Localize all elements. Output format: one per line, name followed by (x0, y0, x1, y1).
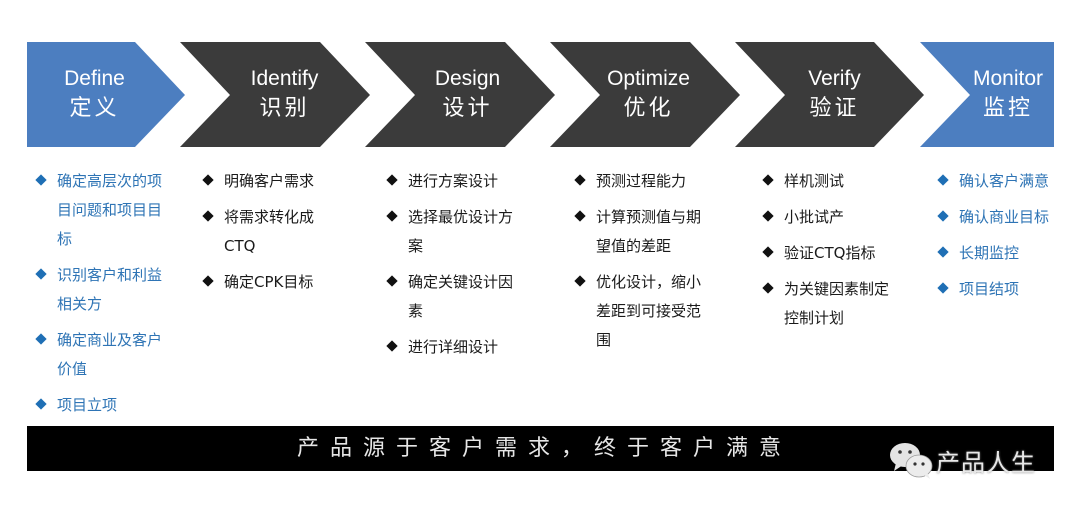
list-item: 验证CTQ指标 (762, 239, 892, 268)
verify-items: 样机测试 小批试产 验证CTQ指标 为关键因素制定控制计划 (762, 167, 892, 340)
step-title-cn: 定义 (69, 95, 120, 121)
list-item: 确定关键设计因素 (386, 268, 516, 326)
list-item: 将需求转化成CTQ (202, 203, 332, 261)
list-item: 优化设计，缩小差距到可接受范围 (574, 268, 704, 355)
diamond-bullet-icon (937, 246, 949, 258)
step-shape-optimize (550, 42, 740, 147)
step-title-cn: 验证 (809, 95, 860, 121)
step-title-en: Define (64, 66, 125, 90)
list-item: 小批试产 (762, 203, 892, 232)
list-item: 进行方案设计 (386, 167, 516, 196)
step-shape-verify (735, 42, 924, 147)
diamond-bullet-icon (386, 340, 398, 352)
diamond-bullet-icon (574, 210, 586, 222)
list-item: 识别客户和利益相关方 (35, 261, 165, 319)
watermark: 产品人生 (888, 440, 1036, 480)
step-title-en: Optimize (607, 66, 690, 90)
optimize-items: 预测过程能力 计算预测值与期望值的差距 优化设计，缩小差距到可接受范围 (574, 167, 704, 362)
list-item: 确定高层次的项目问题和项目目标 (35, 167, 165, 254)
step-title-en: Verify (808, 66, 861, 90)
list-item: 长期监控 (937, 239, 1049, 268)
list-item: 为关键因素制定控制计划 (762, 275, 892, 333)
diamond-bullet-icon (574, 174, 586, 186)
list-item: 预测过程能力 (574, 167, 704, 196)
diamond-bullet-icon (386, 174, 398, 186)
step-define: Define 定义 (27, 42, 162, 147)
diamond-bullet-icon (35, 268, 47, 280)
list-item: 确认商业目标 (937, 203, 1049, 232)
step-title-en: Monitor (972, 66, 1044, 90)
diamond-bullet-icon (762, 282, 774, 294)
design-items: 进行方案设计 选择最优设计方案 确定关键设计因素 进行详细设计 (386, 167, 516, 369)
diamond-bullet-icon (762, 174, 774, 186)
step-title-en: Design (434, 66, 501, 90)
step-design: Design 设计 (405, 42, 530, 147)
monitor-items: 确认客户满意 确认商业目标 长期监控 项目结项 (937, 167, 1049, 311)
diamond-bullet-icon (937, 210, 949, 222)
step-identify: Identify 识别 (222, 42, 347, 147)
list-item: 进行详细设计 (386, 333, 516, 362)
diamond-bullet-icon (386, 210, 398, 222)
diamond-bullet-icon (35, 333, 47, 345)
step-monitor: Monitor 监控 (962, 42, 1054, 147)
diamond-bullet-icon (202, 210, 214, 222)
diamond-bullet-icon (937, 282, 949, 294)
diamond-bullet-icon (35, 174, 47, 186)
define-items: 确定高层次的项目问题和项目目标 识别客户和利益相关方 确定商业及客户价值 项目立… (35, 167, 165, 427)
watermark-text: 产品人生 (936, 448, 1036, 477)
diamond-bullet-icon (35, 398, 47, 410)
list-item: 确定商业及客户价值 (35, 326, 165, 384)
step-shape-identify (180, 42, 370, 147)
diamond-bullet-icon (762, 246, 774, 258)
diamond-bullet-icon (202, 174, 214, 186)
list-item: 选择最优设计方案 (386, 203, 516, 261)
step-title-cn: 设计 (442, 95, 493, 121)
slogan-bar: 产品源于客户需求，终于客户满意 (27, 426, 1054, 471)
diamond-bullet-icon (386, 275, 398, 287)
step-title-cn: 识别 (259, 95, 310, 121)
diamond-bullet-icon (202, 275, 214, 287)
step-title-cn: 优化 (623, 95, 674, 121)
diamond-bullet-icon (762, 210, 774, 222)
list-item: 计算预测值与期望值的差距 (574, 203, 704, 261)
step-shape-monitor (920, 42, 1054, 147)
list-item: 样机测试 (762, 167, 892, 196)
step-shape-define (27, 42, 185, 147)
step-verify: Verify 验证 (772, 42, 897, 147)
step-optimize: Optimize 优化 (586, 42, 711, 147)
list-item: 确认客户满意 (937, 167, 1049, 196)
list-item: 明确客户需求 (202, 167, 332, 196)
step-title-cn: 监控 (982, 95, 1033, 121)
wechat-icon (890, 443, 933, 479)
step-shape-design (365, 42, 555, 147)
list-item: 项目结项 (937, 275, 1049, 304)
list-item: 确定CPK目标 (202, 268, 332, 297)
diamond-bullet-icon (937, 174, 949, 186)
step-title-en: Identify (250, 66, 319, 90)
diamond-bullet-icon (574, 275, 586, 287)
list-item: 项目立项 (35, 391, 165, 420)
identify-items: 明确客户需求 将需求转化成CTQ 确定CPK目标 (202, 167, 332, 304)
slogan-text: 产品源于客户需求，终于客户满意 (297, 436, 793, 461)
process-arrows (27, 42, 1054, 147)
